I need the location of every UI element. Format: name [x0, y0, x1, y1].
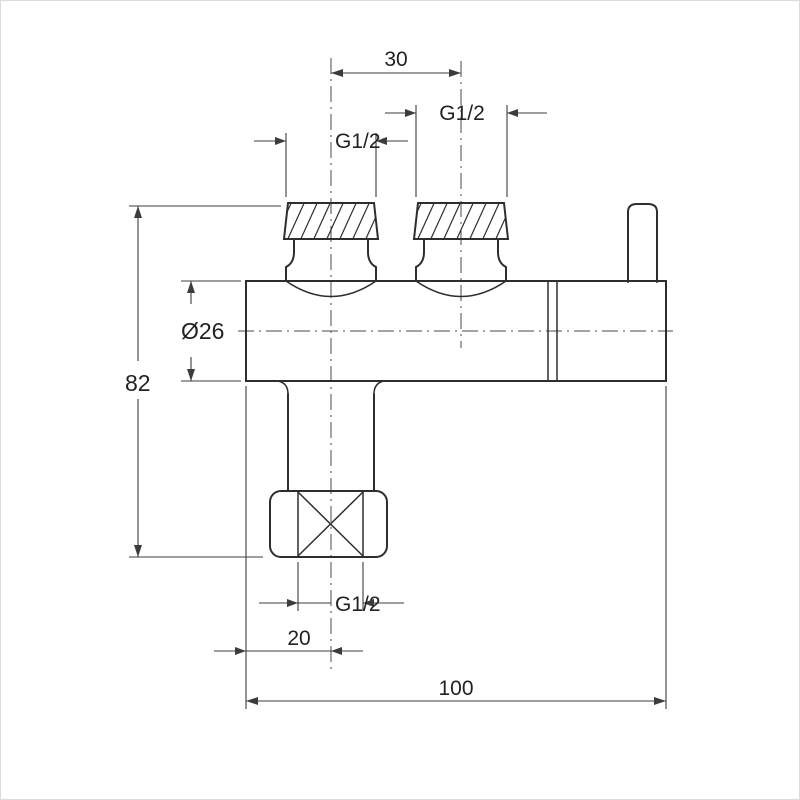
dim-body-diameter-label: Ø26 [181, 318, 224, 344]
dimension-port-spacing: 30 [331, 48, 461, 77]
arrow-left-icon [246, 697, 258, 705]
dim-outlet-offset-label: 20 [287, 627, 310, 650]
valve-handle [627, 203, 658, 283]
outlet-fillet-left [277, 380, 289, 395]
arrow-up-icon [134, 206, 142, 218]
thread-block [412, 202, 510, 240]
dimension-overall-width: 100 [246, 386, 667, 709]
valve-body [245, 280, 667, 382]
center-lines [238, 58, 673, 673]
arrow-right-icon [287, 599, 298, 607]
port-dome-arc [285, 280, 377, 298]
dimension-thread-bottom: G1/2 [259, 562, 404, 616]
nut-cross-mark [297, 491, 364, 557]
arrow-left-icon [507, 109, 518, 117]
dimension-body-diameter: Ø26 [181, 280, 241, 382]
arrow-left-icon [376, 137, 387, 145]
port-neck-left-side [415, 238, 425, 282]
port-neck-right-side [497, 238, 507, 282]
arrow-left-icon [331, 647, 342, 655]
dimension-thread-top-left: G1/2 [254, 130, 408, 197]
dimension-outlet-offset: 20 [214, 386, 363, 709]
dim-thread-top-right-label: G1/2 [439, 102, 485, 125]
body-outline [245, 280, 667, 382]
dim-port-spacing-label: 30 [384, 48, 407, 71]
top-port-left [282, 202, 380, 298]
arrow-left-icon [331, 69, 343, 77]
bottom-outlet [269, 380, 388, 558]
port-neck-right-side [367, 238, 377, 282]
arrow-right-icon [654, 697, 666, 705]
outlet-nut-outline [269, 490, 388, 558]
dim-overall-height-label: 82 [125, 370, 151, 396]
dim-thread-top-left-label: G1/2 [335, 130, 381, 153]
top-port-right [412, 202, 510, 298]
thread-hatching [414, 203, 508, 239]
arrow-right-icon [449, 69, 461, 77]
dim-thread-bottom-label: G1/2 [335, 593, 381, 616]
thread-hatching [284, 203, 378, 239]
thread-block [282, 202, 380, 240]
outlet-fillet-right [373, 380, 385, 395]
arrow-down-icon [134, 545, 142, 557]
dim-overall-width-label: 100 [438, 677, 473, 700]
port-neck-left-side [285, 238, 295, 282]
arrow-right-icon [275, 137, 286, 145]
arrow-right-icon [235, 647, 246, 655]
arrow-right-icon [405, 109, 416, 117]
arrow-down-icon [187, 369, 195, 381]
dimension-overall-height: 82 [125, 205, 281, 558]
port-dome-arc [415, 280, 507, 298]
dimension-thread-top-right: G1/2 [385, 102, 547, 197]
arrow-up-icon [187, 281, 195, 293]
arrow-left-icon [363, 599, 374, 607]
handle-outline [627, 203, 658, 283]
